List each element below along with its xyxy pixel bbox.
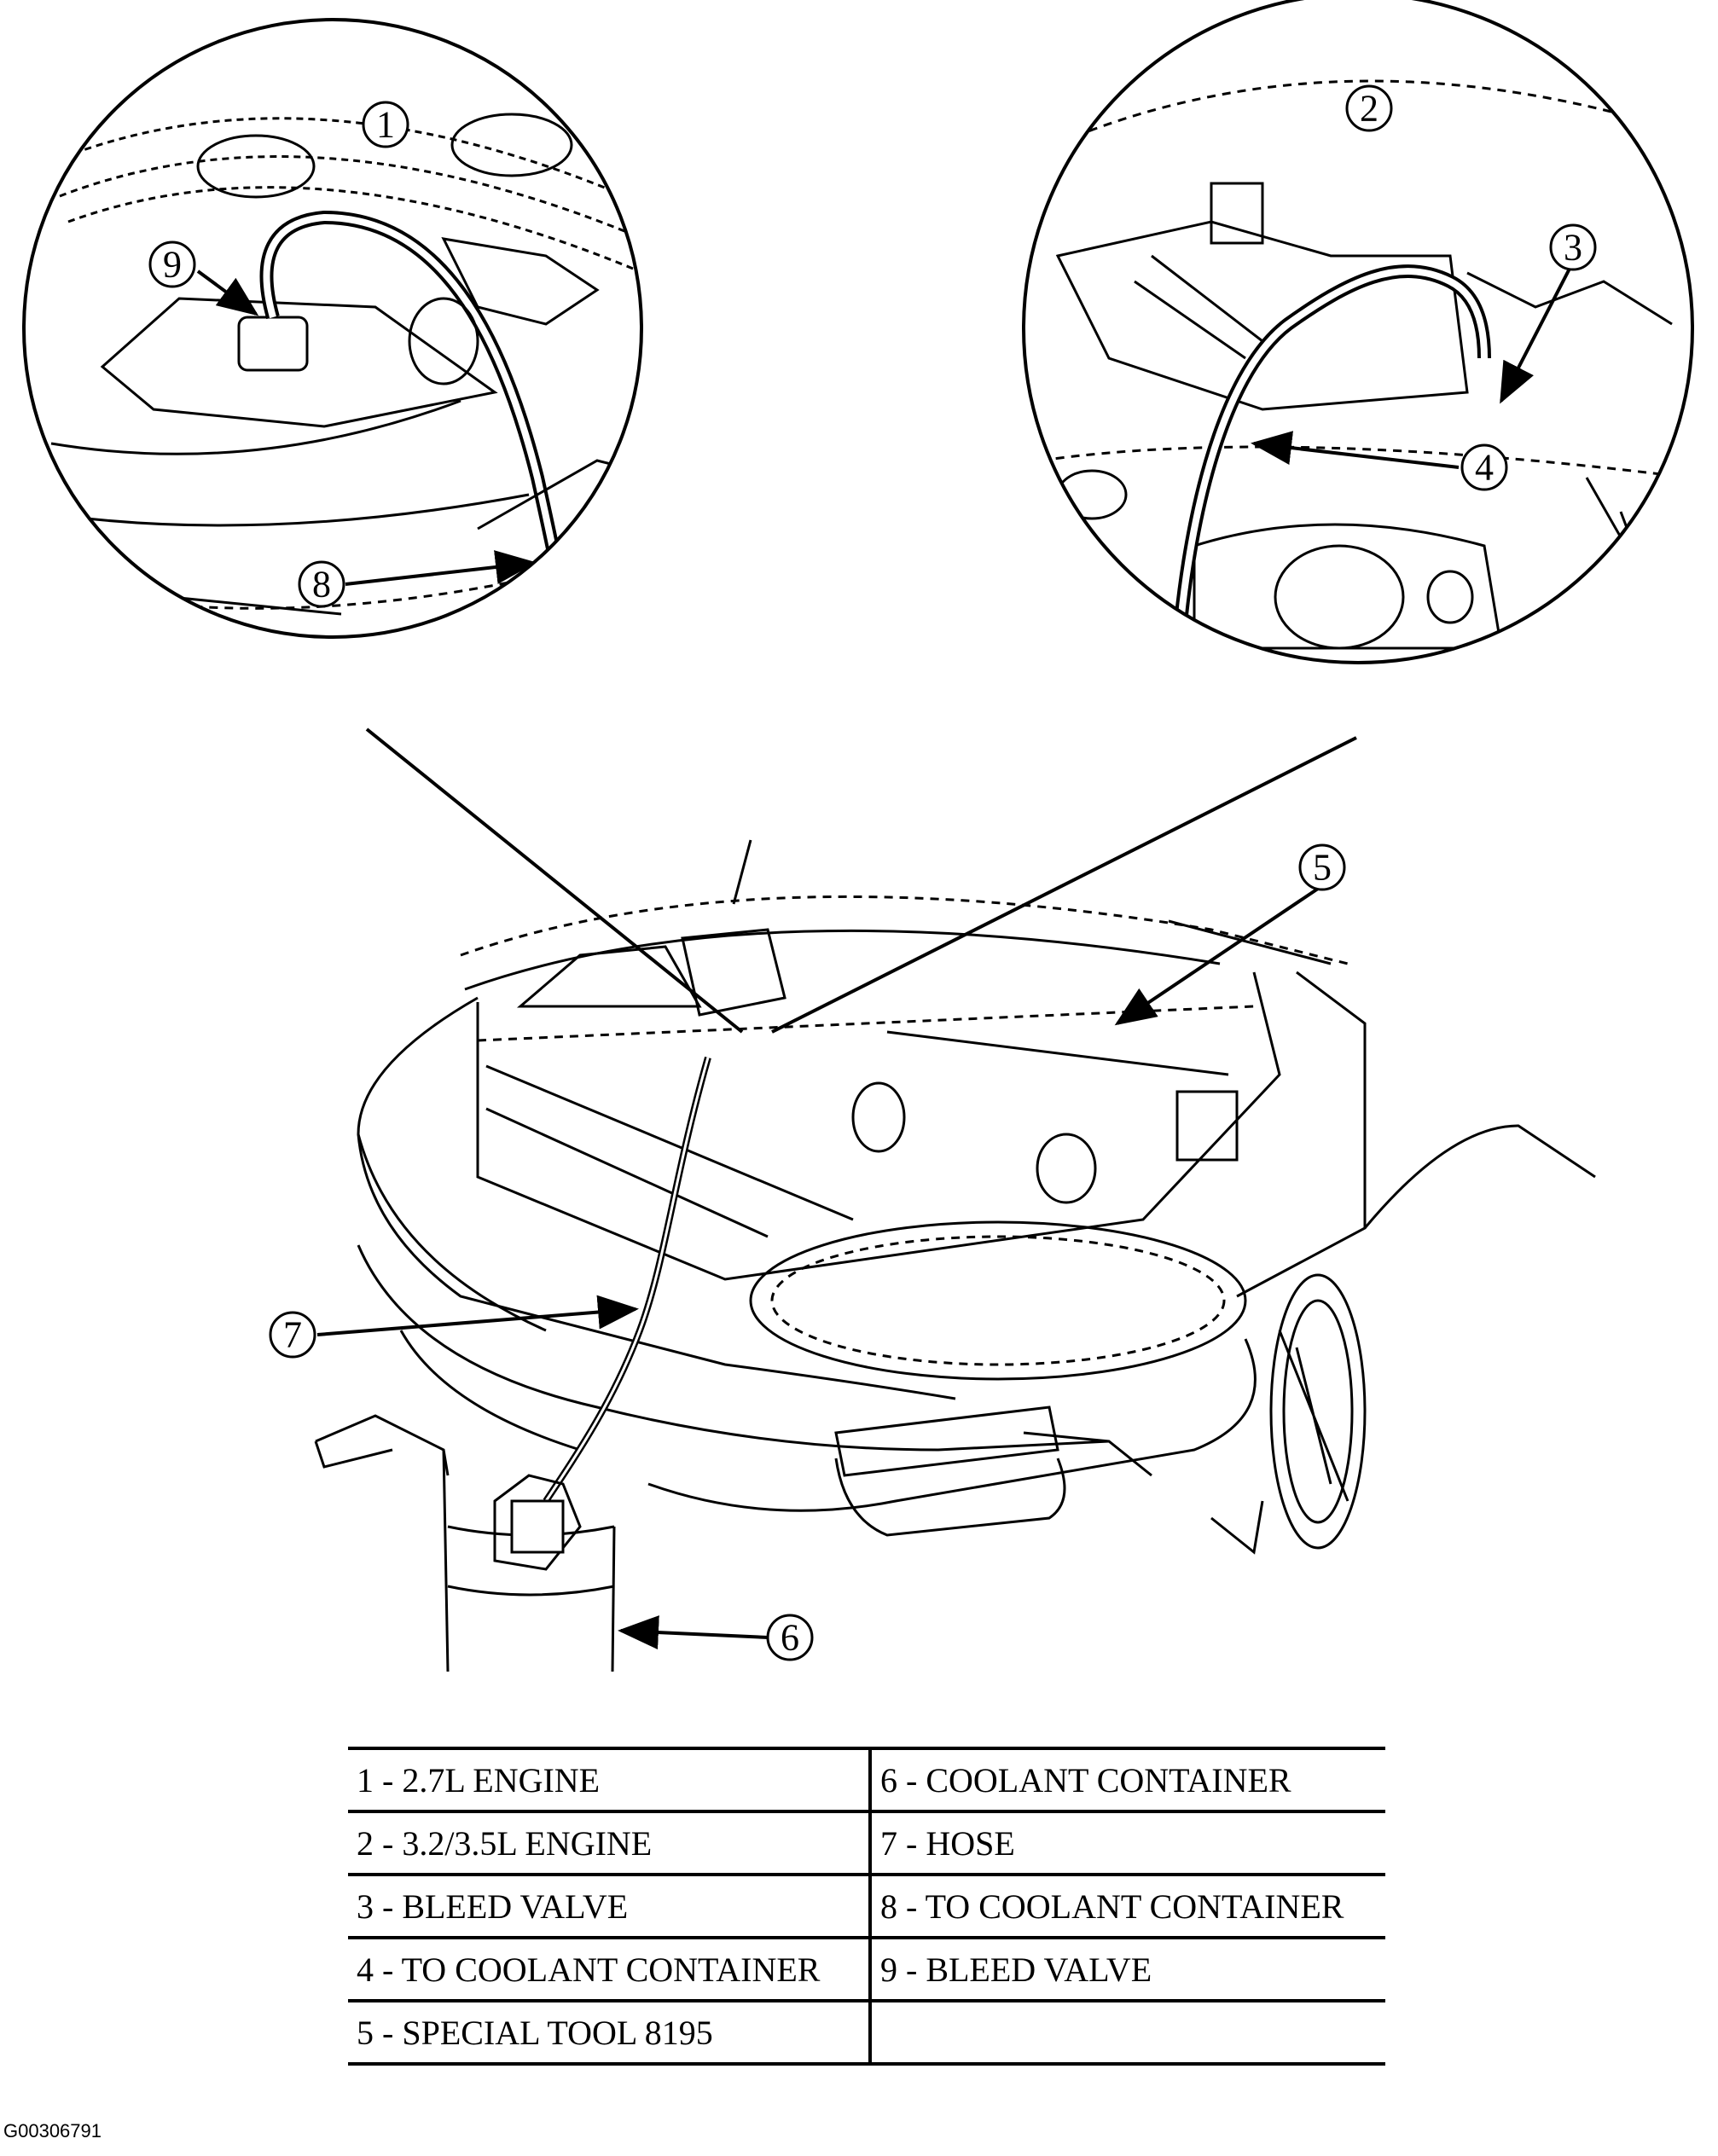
leader-line-right [771,736,1357,1034]
svg-text:7: 7 [283,1314,302,1356]
coolant-container [314,1414,616,1672]
svg-text:4: 4 [1475,447,1494,489]
legend-row: 2 - 3.2/3.5L ENGINE 7 - HOSE [348,1811,1385,1876]
legend-row: 3 - BLEED VALVE 8 - TO COOLANT CONTAINER [348,1875,1385,1939]
callout-4: 4 [1460,443,1508,491]
svg-text:3: 3 [1564,227,1582,269]
callout-9: 9 [148,241,196,288]
callout-2: 2 [1345,84,1393,132]
engine-coolant-bleed-illustration: 1 2 3 4 5 6 7 8 9 [22,0,1694,1672]
legend-item-1: 1 - 2.7L ENGINE [348,1747,872,1813]
legend-item-5: 5 - SPECIAL TOOL 8195 [348,2001,872,2066]
figure-id: G00306791 [3,2120,102,2142]
detail-view-3-2-3-5l-engine [1040,79,1692,663]
vehicle-front [357,839,1596,1555]
leader-line-left [365,727,744,1034]
svg-text:6: 6 [781,1617,799,1659]
callout-8: 8 [298,560,345,608]
legend-item-4: 4 - TO COOLANT CONTAINER [348,1938,872,2002]
legend-item-6: 6 - COOLANT CONTAINER [870,1747,1385,1813]
callout-5: 5 [1298,843,1346,891]
legend-item-8: 8 - TO COOLANT CONTAINER [870,1875,1385,1939]
callout-6: 6 [766,1614,814,1661]
legend-row: 4 - TO COOLANT CONTAINER 9 - BLEED VALVE [348,1938,1385,2002]
svg-text:2: 2 [1360,88,1378,130]
detail-view-2-7l-engine [33,113,641,637]
legend-item-empty [870,2001,1385,2066]
svg-text:9: 9 [163,244,182,286]
legend-row: 1 - 2.7L ENGINE 6 - COOLANT CONTAINER [348,1747,1385,1813]
legend-row: 5 - SPECIAL TOOL 8195 [348,2001,1385,2066]
legend-item-7: 7 - HOSE [870,1811,1385,1876]
svg-text:5: 5 [1313,847,1332,889]
svg-text:1: 1 [376,104,395,146]
legend-item-2: 2 - 3.2/3.5L ENGINE [348,1811,872,1876]
callout-7: 7 [269,1311,316,1359]
callout-1: 1 [362,101,409,148]
callout-3: 3 [1549,223,1597,271]
legend-item-3: 3 - BLEED VALVE [348,1875,872,1939]
callout-arrows [196,268,1571,1650]
svg-text:8: 8 [312,564,331,606]
legend-table: 1 - 2.7L ENGINE 6 - COOLANT CONTAINER 2 … [348,1747,1385,2066]
legend-item-9: 9 - BLEED VALVE [870,1938,1385,2002]
